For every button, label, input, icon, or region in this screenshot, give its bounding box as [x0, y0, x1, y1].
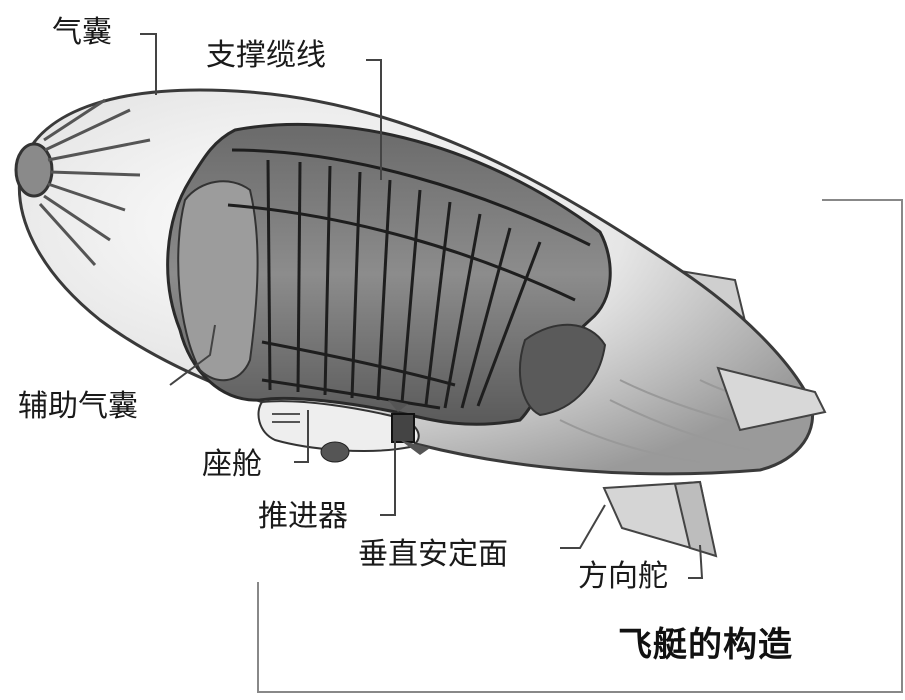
horizontal-tail-fin	[716, 366, 827, 432]
label-rudder: 方向舵	[578, 559, 668, 594]
label-propeller: 推进器	[258, 499, 348, 534]
nose-cone	[14, 98, 151, 267]
rudder	[673, 480, 718, 558]
label-ballonet: 辅助气囊	[18, 389, 138, 424]
caption-frame	[257, 199, 903, 693]
label-cabin: 座舱	[202, 447, 262, 482]
label-vertical-stabilizer: 垂直安定面	[358, 537, 508, 572]
cabin-gondola	[257, 400, 420, 463]
leader-lines	[140, 33, 704, 579]
label-support-cables: 支撑缆线	[206, 38, 326, 73]
diagram-title: 飞艇的构造	[618, 625, 793, 665]
support-cables	[227, 148, 591, 410]
label-envelope: 气囊	[52, 15, 112, 50]
propeller	[388, 400, 430, 455]
